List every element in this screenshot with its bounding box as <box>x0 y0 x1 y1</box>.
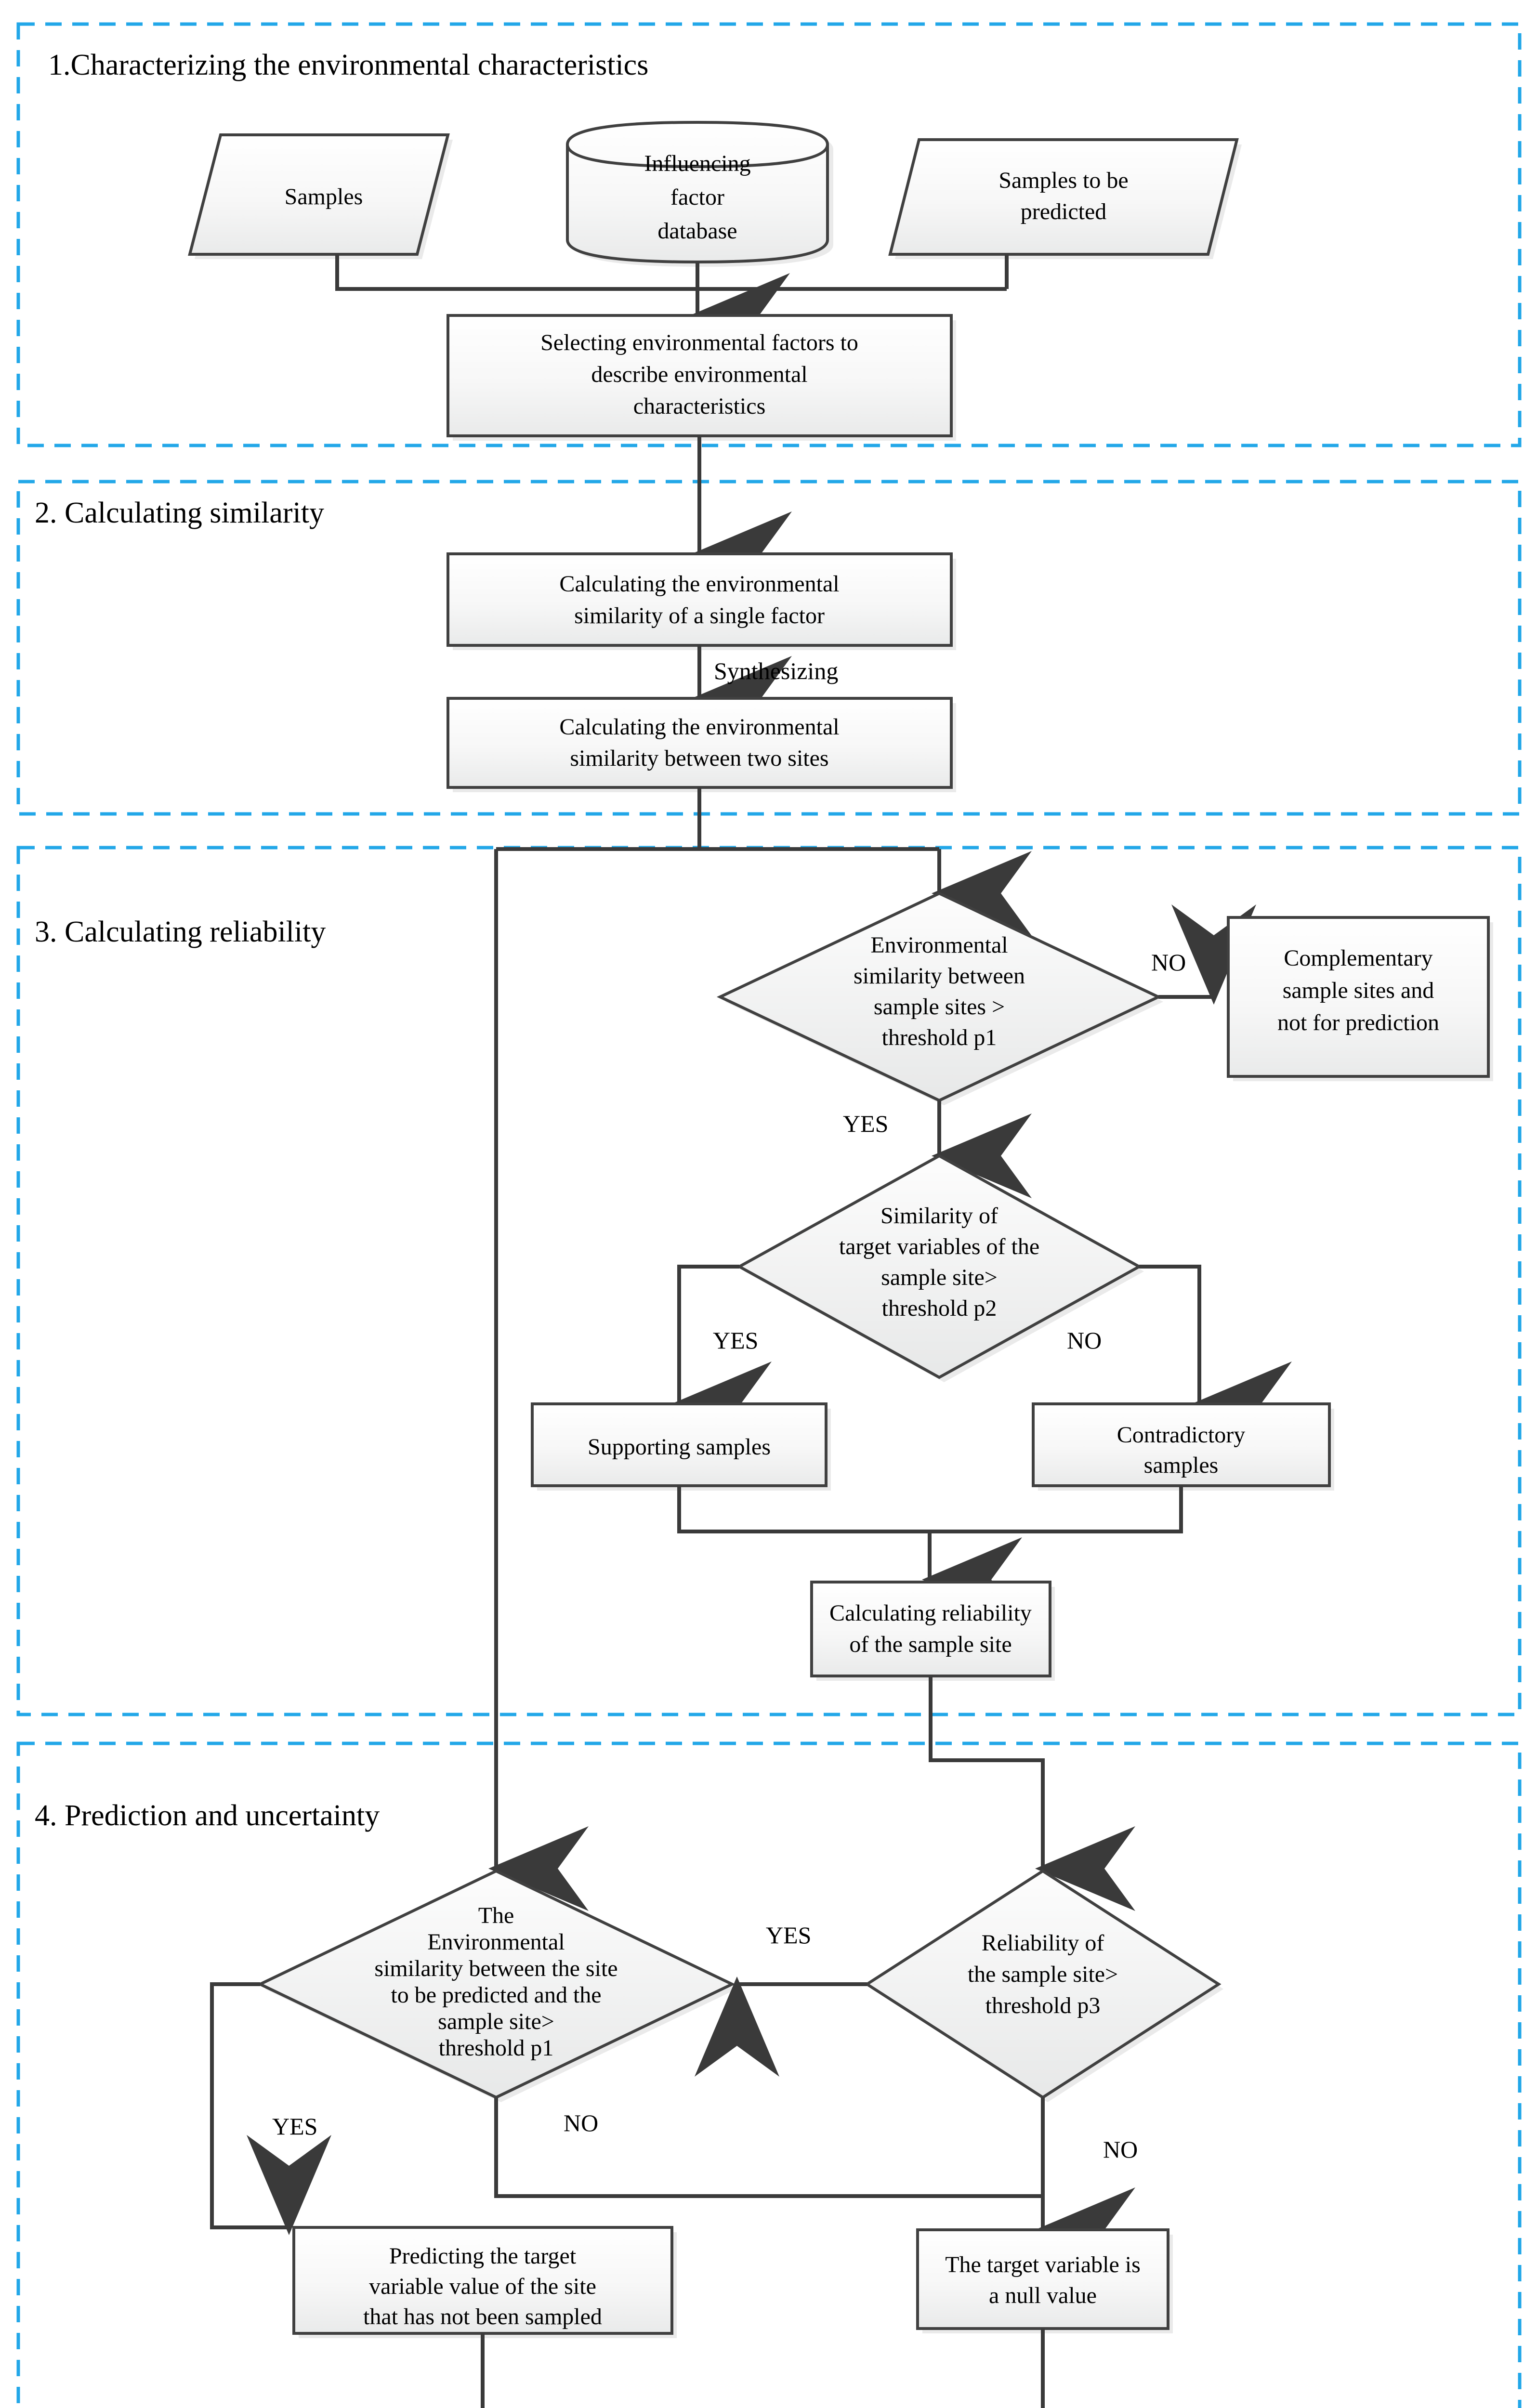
calculating-reliability-rect <box>810 1581 1051 1677</box>
samples-label: Samples <box>285 184 363 209</box>
decision-env-sim-line4: threshold p1 <box>882 1025 997 1050</box>
edge-label-no-target-var: NO <box>1067 1327 1102 1354</box>
edge-label-no-env-sim: NO <box>1151 949 1186 976</box>
supporting-samples-rect <box>531 1402 828 1487</box>
samples-parallelogram <box>188 133 450 256</box>
complementary-line3: not for prediction <box>1277 1010 1439 1035</box>
selecting-factors-line3: characteristics <box>633 393 766 419</box>
node-samples[interactable]: Samples <box>188 133 453 259</box>
section-title-1: 1.Characterizing the environmental chara… <box>48 49 648 81</box>
decision-pred-line4: to be predicted and the <box>391 1982 601 2008</box>
null-value-line2: a null value <box>989 2283 1097 2308</box>
decision-env-sim-line2: similarity between <box>854 963 1025 989</box>
complementary-line1: Complementary <box>1284 945 1432 971</box>
edge-target-var-no <box>1139 1265 1292 1446</box>
samples-predicted-line1: Samples to be <box>998 168 1128 193</box>
node-decision-reliability-threshold[interactable]: Reliability of the sample site> threshol… <box>864 1869 1223 2102</box>
null-value-rect <box>916 2228 1169 2330</box>
node-complementary-sites[interactable]: Complementary sample sites and not for p… <box>1227 916 1493 1081</box>
contradictory-line2: samples <box>1144 1453 1219 1478</box>
complementary-line2: sample sites and <box>1283 978 1434 1003</box>
influencing-db-line3: database <box>657 218 737 244</box>
contradictory-samples-rect <box>1032 1402 1331 1487</box>
decision-target-variable-diamond <box>736 1154 1143 1379</box>
influencing-db-cylinder <box>566 120 829 264</box>
influencing-db-line1: Influencing <box>644 151 750 176</box>
calc-reliability-line2: of the sample site <box>849 1632 1012 1657</box>
node-influencing-db[interactable]: Influencing factor database <box>566 120 833 267</box>
node-calculating-reliability[interactable]: Calculating reliability of the sample si… <box>810 1581 1055 1681</box>
node-samples-to-be-predicted[interactable]: Samples to be predicted <box>888 138 1242 259</box>
node-supporting-samples[interactable]: Supporting samples <box>531 1402 831 1491</box>
decision-env-sim-line1: Environmental <box>870 932 1008 958</box>
section-title-3: 3. Calculating reliability <box>35 916 326 948</box>
decision-pred-line6: threshold p1 <box>439 2035 554 2061</box>
edge-reliability-to-decision <box>929 1676 1135 1911</box>
similarity-single-factor-line1: Calculating the environmental <box>559 571 839 597</box>
selecting-factors-line2: describe environmental <box>591 362 807 387</box>
decision-pred-line2: Environmental <box>427 1929 565 1955</box>
edge-label-no-reliability: NO <box>1103 2136 1138 2163</box>
decision-pred-line1: The <box>478 1903 514 1928</box>
edge-env-sim-pred-yes <box>210 1982 331 2235</box>
selecting-factors-line1: Selecting environmental factors to <box>540 330 858 355</box>
decision-pred-line5: sample site> <box>438 2009 554 2034</box>
node-decision-env-similarity-predicted[interactable]: The Environmental similarity between the… <box>257 1869 737 2102</box>
decision-target-var-line4: threshold p2 <box>882 1296 997 1321</box>
decision-reliability-line2: the sample site> <box>968 1962 1118 1987</box>
node-selecting-factors[interactable]: Selecting environmental factors to descr… <box>447 314 956 441</box>
node-contradictory-samples[interactable]: Contradictory samples <box>1032 1402 1334 1491</box>
edge-label-yes-reliability: YES <box>766 1922 811 1949</box>
decision-target-var-line3: sample site> <box>881 1265 998 1290</box>
calc-reliability-line1: Calculating reliability <box>829 1600 1032 1626</box>
decision-env-sim-line3: sample sites > <box>874 994 1005 1020</box>
section-frame-1 <box>16 22 1522 447</box>
complementary-sites-rect <box>1227 916 1490 1078</box>
decision-pred-line3: similarity between the site <box>374 1956 617 1981</box>
supporting-samples-label: Supporting samples <box>588 1434 771 1460</box>
edge-label-no-env-sim-pred: NO <box>564 2109 598 2136</box>
predicting-target-line2: variable value of the site <box>369 2274 596 2299</box>
section-frame-4 <box>16 1741 1522 2408</box>
edge-supporting-to-merge <box>677 1486 1183 1533</box>
edge-label-synthesizing: Synthesizing <box>714 657 838 684</box>
edge-label-yes-env-sim-pred: YES <box>272 2113 317 2140</box>
section-frame-3 <box>16 846 1522 1716</box>
edge-target-var-yes <box>671 1265 772 1446</box>
node-null-value[interactable]: The target variable is a null value <box>916 2228 1173 2333</box>
similarity-two-sites-rect <box>447 697 953 789</box>
node-similarity-single-factor[interactable]: Calculating the environmental similarity… <box>447 552 956 650</box>
samples-predicted-parallelogram <box>888 138 1239 256</box>
similarity-two-sites-line2: similarity between two sites <box>570 746 828 771</box>
section-title-2: 2. Calculating similarity <box>35 497 324 529</box>
predicting-target-line3: that has not been sampled <box>363 2304 602 2329</box>
node-similarity-two-sites[interactable]: Calculating the environmental similarity… <box>447 697 956 792</box>
node-predicting-target-variable[interactable]: Predicting the target variable value of … <box>292 2226 677 2338</box>
predicting-target-line1: Predicting the target <box>389 2243 577 2269</box>
similarity-single-factor-rect <box>447 552 953 647</box>
similarity-single-factor-line2: similarity of a single factor <box>574 603 825 628</box>
edge-label-yes-env-sim: YES <box>843 1110 888 1137</box>
decision-reliability-line1: Reliability of <box>982 1930 1104 1956</box>
node-decision-env-similarity-sites[interactable]: Environmental similarity between sample … <box>716 891 1163 1105</box>
node-decision-target-variable-similarity[interactable]: Similarity of target variables of the sa… <box>736 1154 1144 1382</box>
predicting-target-rect <box>292 2226 673 2335</box>
edge-env-sim-pred-no <box>494 2097 1043 2198</box>
edge-label-yes-target-var: YES <box>713 1327 758 1354</box>
section-title-4: 4. Prediction and uncertainty <box>35 1799 380 1832</box>
contradictory-line1: Contradictory <box>1117 1422 1246 1448</box>
similarity-two-sites-line1: Calculating the environmental <box>559 714 839 740</box>
samples-predicted-line2: predicted <box>1021 199 1107 224</box>
influencing-db-line2: factor <box>670 184 724 210</box>
cylinder-top-ellipse <box>566 144 829 169</box>
null-value-line1: The target variable is <box>945 2252 1141 2277</box>
decision-target-var-line1: Similarity of <box>880 1203 998 1229</box>
decision-reliability-line3: threshold p3 <box>985 1993 1101 2018</box>
edge-predicting-to-final-bus <box>481 2329 1045 2408</box>
decision-target-var-line2: target variables of the <box>839 1234 1039 1259</box>
